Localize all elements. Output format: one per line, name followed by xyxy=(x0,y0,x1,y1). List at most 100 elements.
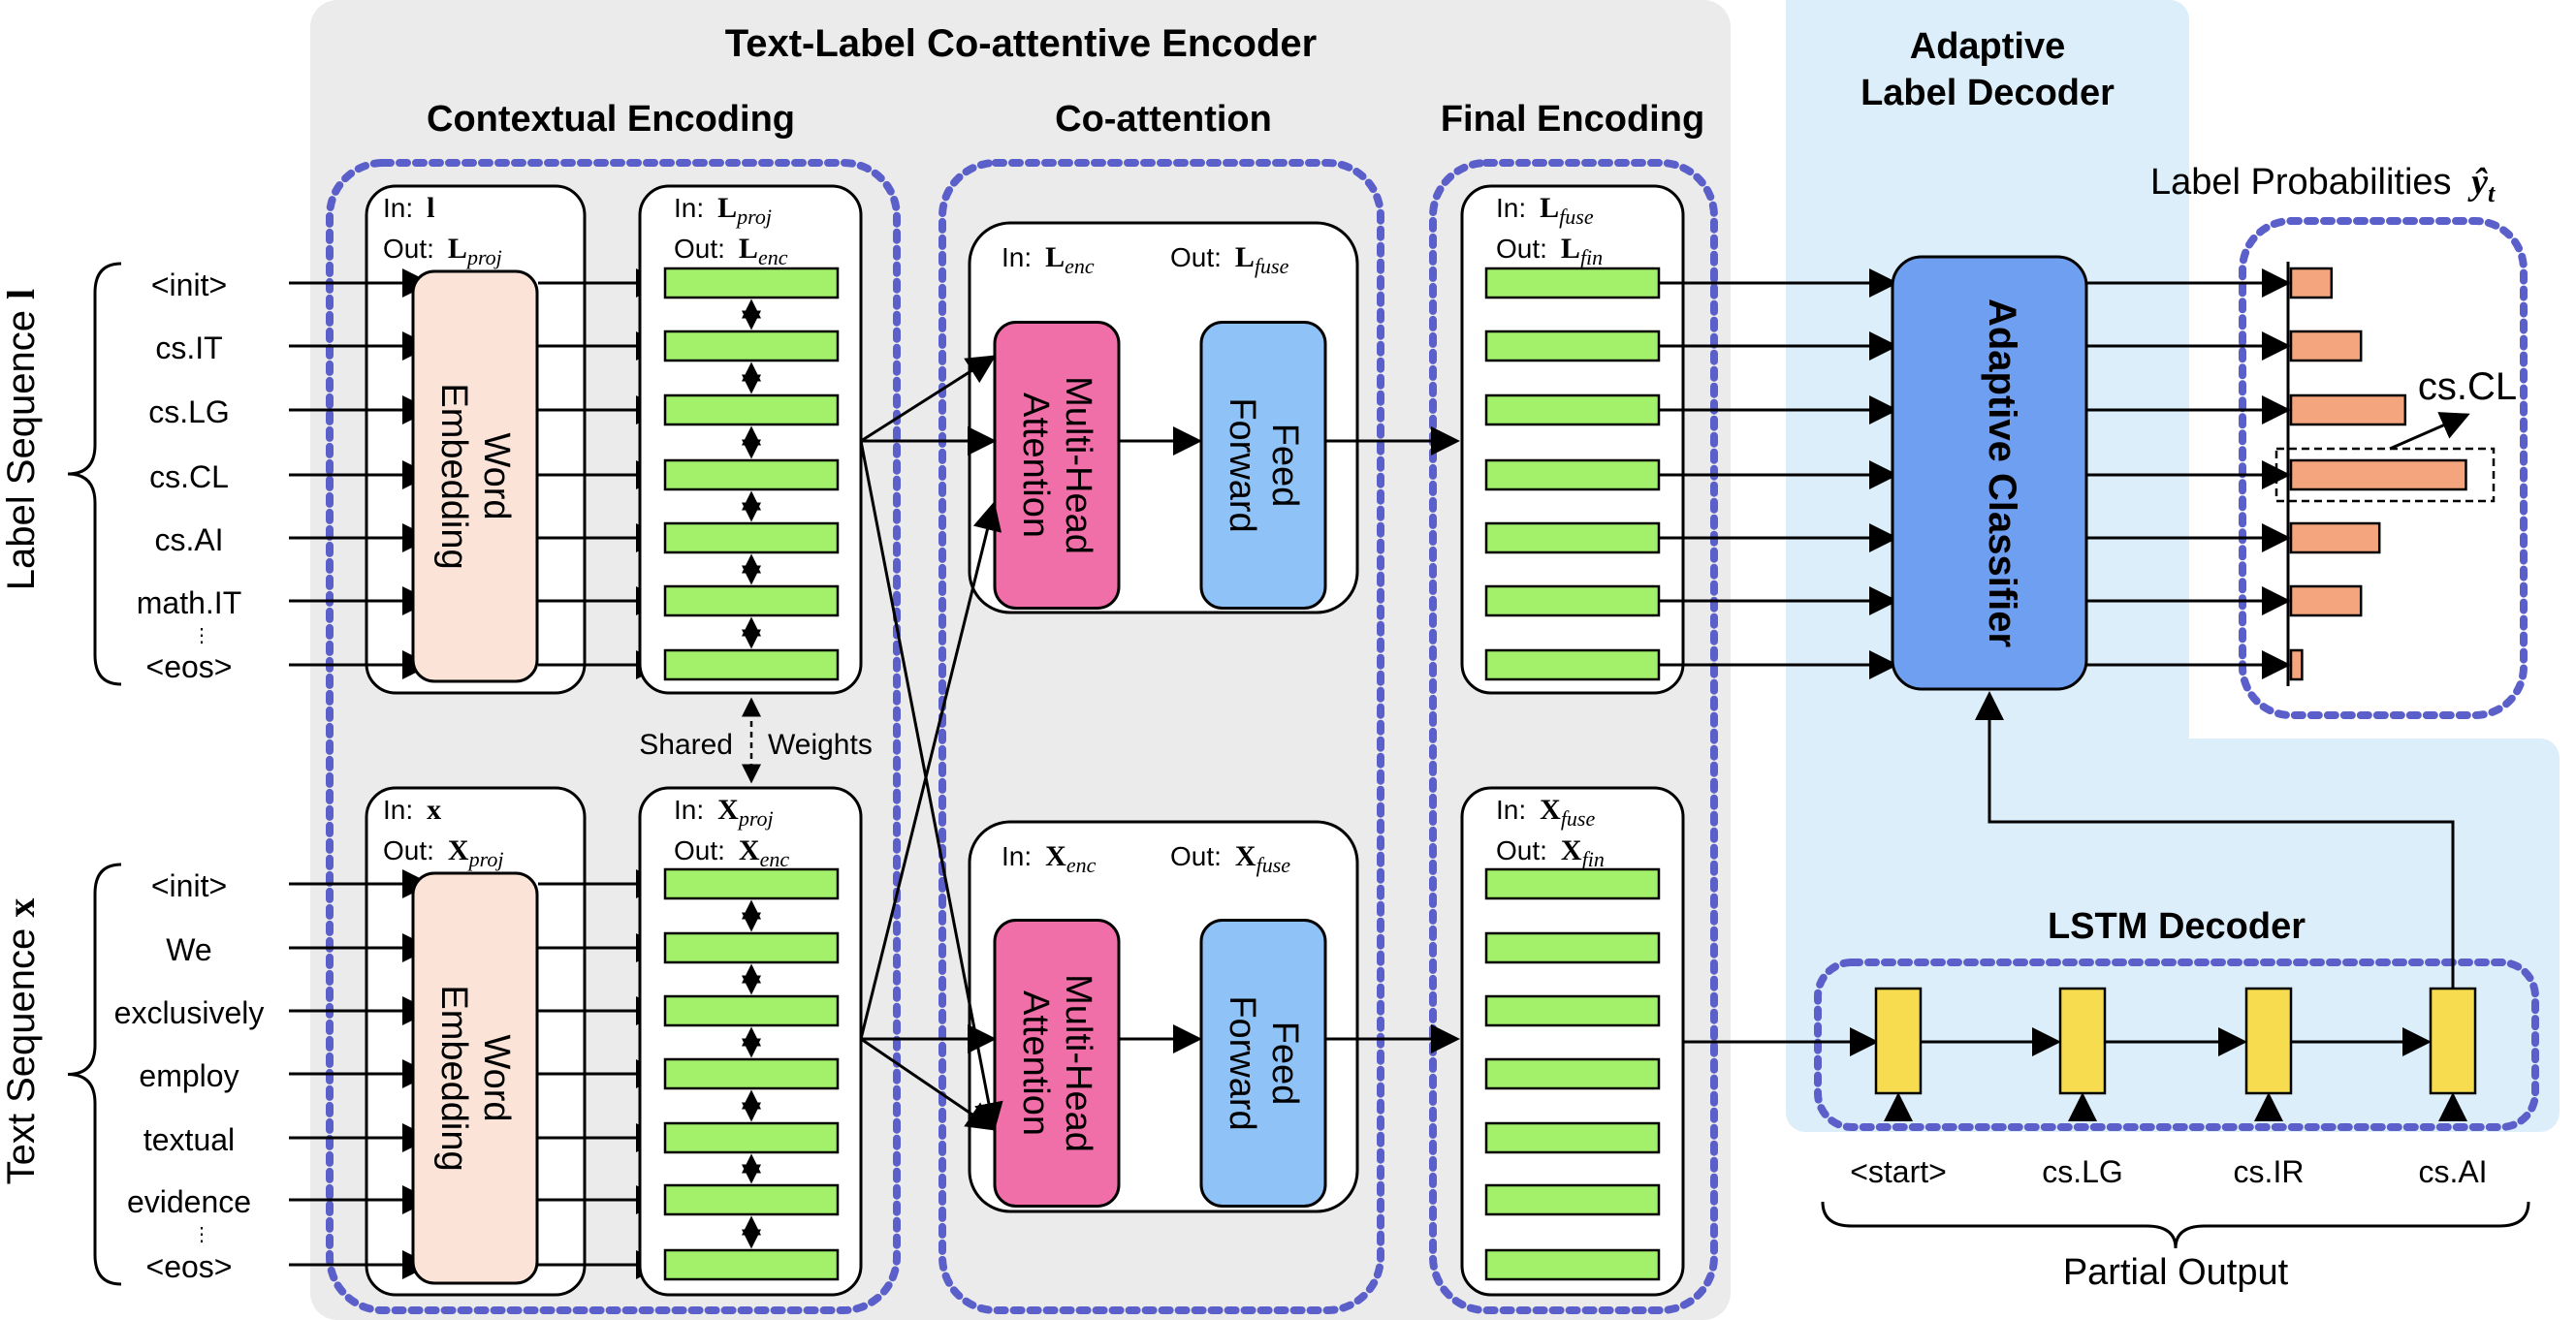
text-feed-forward-label: FeedForward xyxy=(1222,995,1305,1130)
text-context-cell-3 xyxy=(663,1057,840,1090)
cross-arrow-5 xyxy=(859,501,1002,1040)
label-context-cell-1 xyxy=(663,330,840,362)
partial-output-caption: Partial Output xyxy=(2063,1252,2289,1293)
lstm-title: LSTM Decoder xyxy=(2048,906,2306,947)
text-feed-forward: FeedForward xyxy=(1199,919,1327,1208)
final-encoding-title: Final Encoding xyxy=(1441,99,1704,140)
text-context-cell-1 xyxy=(663,931,840,964)
label-final-out: Out:Lfin xyxy=(1496,233,1603,269)
text-feed-forward-box xyxy=(1199,919,1327,1208)
contextual-dotted-border xyxy=(326,159,901,1314)
prob-bar-6 xyxy=(2289,648,2304,681)
label-final-cell-4 xyxy=(1484,521,1661,554)
label-token-3: cs.CL xyxy=(149,459,229,494)
label-embedding-out: Out:Lproj xyxy=(383,233,502,269)
selected-label-arrow xyxy=(2389,412,2470,451)
label-word-embedding-box xyxy=(411,269,539,683)
text-sequence-axis-label: Text Sequence x xyxy=(0,898,43,1185)
label-context-cell-4 xyxy=(663,521,840,554)
text-coattention-out: Out:Xfuse xyxy=(1170,840,1290,877)
text-sequence-brace xyxy=(67,863,122,1286)
partial-output-token-3: cs.AI xyxy=(2418,1154,2487,1189)
text-final-cell-1 xyxy=(1484,931,1661,964)
lstm-to-classifier-arrow xyxy=(1975,691,2455,989)
label-final-cell-2 xyxy=(1484,393,1661,426)
text-word-embedding: WordEmbedding xyxy=(411,871,539,1285)
selected-bar-highlight xyxy=(2274,447,2496,503)
text-word-embedding-label: WordEmbedding xyxy=(433,985,517,1171)
label-word-embedding-label: WordEmbedding xyxy=(433,383,517,569)
label-embedding-in: In:l xyxy=(383,192,434,224)
cross-arrow-4 xyxy=(860,1037,997,1131)
label-context-in: In:Lproj xyxy=(674,192,772,229)
lstm-cell-1 xyxy=(2058,987,2107,1095)
text-multi-head-attention: Multi-HeadAttention xyxy=(993,919,1121,1208)
text-context-cell-5 xyxy=(663,1183,840,1216)
text-token-1: We xyxy=(166,932,211,967)
text-final-in: In:Xfuse xyxy=(1496,794,1595,831)
text-token-ellipsis: ⋮ xyxy=(192,1224,211,1245)
lstm-cell-0 xyxy=(1874,987,1923,1095)
label-feed-forward: FeedForward xyxy=(1199,321,1327,610)
weights-label: Weights xyxy=(768,729,873,761)
label-final-cell-6 xyxy=(1484,648,1661,681)
partial-output-token-0: <start> xyxy=(1850,1154,1947,1189)
text-final-cell-4 xyxy=(1484,1121,1661,1154)
adaptive-classifier-label: Adaptive Classifier xyxy=(1981,299,2023,647)
text-word-embedding-box xyxy=(411,871,539,1285)
text-final-cell-3 xyxy=(1484,1057,1661,1090)
label-final-cell-3 xyxy=(1484,458,1661,491)
label-final-cell-5 xyxy=(1484,584,1661,617)
label-context-cell-6 xyxy=(663,648,840,681)
text-context-cell-2 xyxy=(663,994,840,1027)
text-coattention-in: In:Xenc xyxy=(1002,840,1097,877)
label-token-0: <init> xyxy=(151,267,227,302)
shared-label: Shared xyxy=(639,729,733,761)
prob-bar-1 xyxy=(2289,330,2363,362)
decoder-title-line2: Label Decoder xyxy=(1860,73,2115,113)
coattention-dotted-border xyxy=(938,159,1384,1314)
lstm-dotted-border xyxy=(1814,959,2539,1131)
label-token-4: cs.AI xyxy=(154,522,223,557)
text-token-5: evidence xyxy=(127,1184,251,1219)
text-context-in: In:Xproj xyxy=(674,794,774,831)
text-context-out: Out:Xenc xyxy=(674,834,789,871)
label-context-cell-3 xyxy=(663,458,840,491)
label-final-box xyxy=(1460,184,1685,695)
cross-arrow-1 xyxy=(860,355,997,443)
prob-bar-3 xyxy=(2289,458,2467,491)
label-token-1: cs.IT xyxy=(155,330,222,365)
text-context-cell-6 xyxy=(663,1248,840,1281)
text-token-0: <init> xyxy=(151,868,227,903)
label-token-5: math.IT xyxy=(137,585,241,620)
cross-arrow-2 xyxy=(859,440,1003,1132)
label-token-6: <eos> xyxy=(146,649,233,684)
coattention-title: Co-attention xyxy=(1055,99,1272,140)
prob-bar-0 xyxy=(2289,267,2334,299)
text-embedding-out: Out:Xproj xyxy=(383,834,503,871)
label-coattention-in: In:Lenc xyxy=(1002,241,1095,278)
label-sequence-axis-label: Label Sequence l xyxy=(0,289,43,590)
label-context-out: Out:Lenc xyxy=(674,233,788,269)
text-token-3: employ xyxy=(139,1058,239,1093)
label-feed-forward-box xyxy=(1199,321,1327,610)
label-final-cell-0 xyxy=(1484,267,1661,299)
label-multi-head-attention-box xyxy=(993,321,1121,610)
text-token-6: <eos> xyxy=(146,1249,233,1284)
decoder-title-line1: Adaptive xyxy=(1910,26,2065,67)
label-token-2: cs.LG xyxy=(148,394,230,429)
final-dotted-border xyxy=(1429,159,1718,1314)
partial-output-token-2: cs.IR xyxy=(2234,1154,2305,1189)
text-final-cell-6 xyxy=(1484,1248,1661,1281)
probs-title: Label Probabilities ŷt xyxy=(2150,162,2496,207)
text-token-4: textual xyxy=(143,1122,235,1157)
encoder-title: Text-Label Co-attentive Encoder xyxy=(725,22,1317,65)
label-token-ellipsis: ⋮ xyxy=(192,625,211,646)
selected-label: cs.CL xyxy=(2418,365,2517,408)
label-coattention-out: Out:Lfuse xyxy=(1170,241,1289,278)
label-multi-head-attention: Multi-HeadAttention xyxy=(993,321,1121,610)
text-final-out: Out:Xfin xyxy=(1496,834,1605,871)
text-multi-head-attention-box xyxy=(993,919,1121,1208)
prob-bar-4 xyxy=(2289,521,2381,554)
